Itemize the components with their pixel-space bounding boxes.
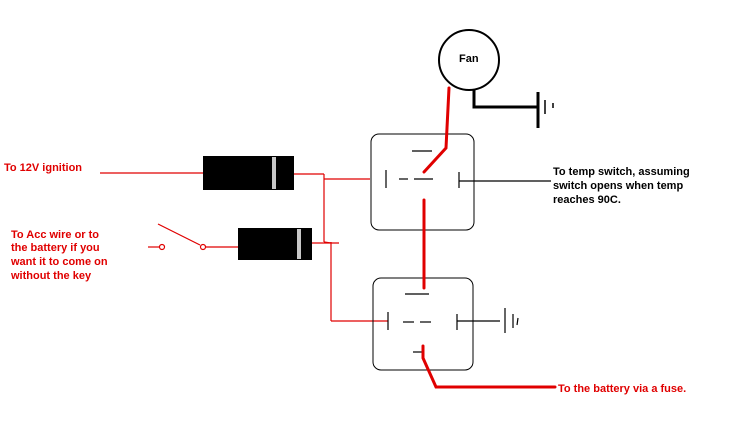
diode-acc: [238, 228, 312, 260]
battery-label: To the battery via a fuse.: [558, 383, 686, 395]
acc-label-line-1: To Acc wire or to: [11, 229, 99, 241]
ground-wires: [457, 180, 551, 322]
diode-ignition: [203, 156, 294, 190]
ignition-label: To 12V ignition: [4, 162, 82, 174]
fan-label: Fan: [459, 53, 479, 65]
fan-motor: [438, 29, 500, 91]
fan-ground: [472, 90, 554, 128]
temp-label-line-2: switch opens when temp: [553, 180, 683, 192]
acc-label-line-2: the battery if you: [11, 242, 100, 254]
junction-wires: [294, 173, 388, 322]
acc-label-line-4: without the key: [10, 270, 92, 282]
temp-label-line-3: reaches 90C.: [553, 194, 621, 206]
relay-wires: [421, 86, 557, 389]
relay-bottom-ground: [504, 308, 519, 333]
acc-switch-wire: [148, 223, 238, 251]
acc-label-line-3: want it to come on: [10, 256, 108, 268]
temp-label-line-1: To temp switch, assuming: [553, 166, 690, 178]
